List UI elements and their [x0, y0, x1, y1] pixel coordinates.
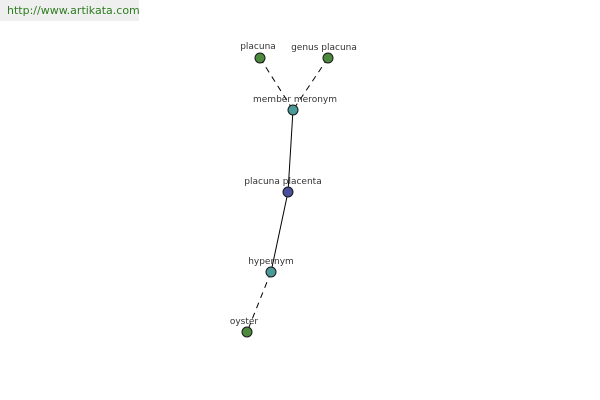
node-placuna[interactable]: placuna: [240, 42, 276, 64]
node-marker-hypernym[interactable]: [265, 266, 277, 278]
node-marker-oyster[interactable]: [241, 326, 253, 338]
node-label-hypernym[interactable]: hypernym: [248, 257, 294, 267]
node-marker-placuna-placenta[interactable]: [282, 186, 294, 198]
node-label-placuna[interactable]: placuna: [240, 42, 276, 52]
node-label-placuna-placenta[interactable]: placuna placenta: [244, 177, 321, 187]
node-marker-genus-placuna[interactable]: [322, 52, 334, 64]
node-marker-placuna[interactable]: [254, 52, 266, 64]
node-member-meronym[interactable]: member meronym: [253, 95, 337, 116]
node-oyster[interactable]: oyster: [230, 317, 259, 338]
node-hypernym[interactable]: hypernym: [248, 257, 294, 278]
node-placuna-placenta[interactable]: placuna placenta: [244, 177, 322, 198]
edge-member-meronym-to-placuna-placenta: [287, 109, 294, 193]
node-label-member-meronym[interactable]: member meronym: [253, 95, 337, 105]
edges-layer: [246, 57, 329, 333]
edge-placuna-placenta-to-hypernym: [270, 191, 289, 273]
node-label-genus-placuna[interactable]: genus placuna: [291, 43, 357, 53]
node-label-oyster[interactable]: oyster: [230, 317, 259, 327]
node-genus-placuna[interactable]: genus placuna: [291, 43, 357, 64]
nodes-layer: placuna genus placuna member meronym placun…: [230, 42, 357, 338]
site-url-banner[interactable]: http://www.artikata.com: [0, 0, 140, 21]
node-marker-member-meronym[interactable]: [287, 104, 299, 116]
